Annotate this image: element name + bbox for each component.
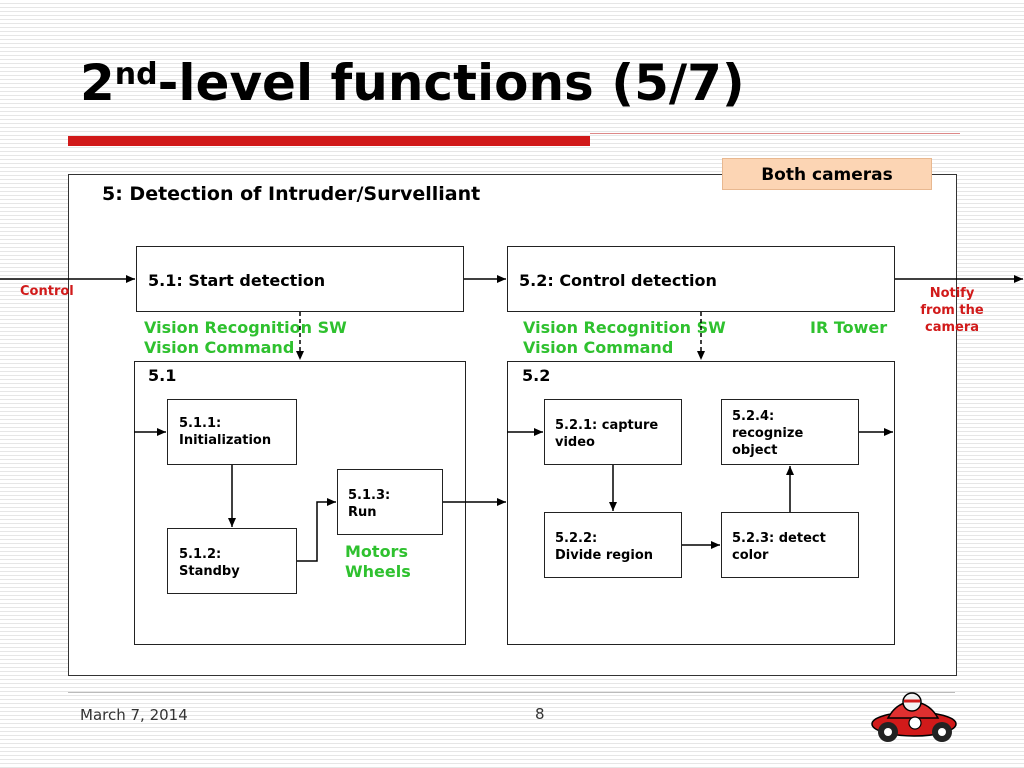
box-line: 5.2.2: [555, 531, 598, 546]
box-5-1-label: 5.1: Start detection [148, 271, 326, 290]
annotation-ir-tower: IR Tower [810, 318, 888, 337]
box-5-2-label: 5.2: Control detection [519, 271, 717, 290]
box-line: object [732, 443, 778, 458]
box-line: Initialization [179, 433, 272, 448]
input-label-control: Control [20, 284, 74, 299]
annotation-line: Vision Recognition SW [523, 318, 726, 337]
box-5-2-3-detect-color: 5.2.3: detect color [721, 512, 859, 578]
box-5-2-2-divide-region: 5.2.2: Divide region [544, 512, 682, 578]
annotation-line: Vision Command [523, 338, 674, 357]
box-line: 5.1.1: [179, 416, 222, 431]
box-5-2-1-capture-video: 5.2.1: capture video [544, 399, 682, 465]
group-5-2-label: 5.2 [522, 366, 551, 385]
box-line: color [732, 548, 769, 563]
annotation-line: Vision Recognition SW [144, 318, 347, 337]
box-line: video [555, 435, 595, 450]
box-5-1-2-standby: 5.1.2: Standby [167, 528, 297, 594]
outer-frame-title: 5: Detection of Intruder/Survelliant [102, 183, 481, 205]
race-car-icon [871, 692, 957, 742]
box-line: Divide region [555, 548, 654, 563]
output-label-notify: Notify from the camera [917, 285, 987, 336]
output-line: Notify [929, 286, 975, 301]
title-underline-bar [68, 136, 590, 146]
both-cameras-tag: Both cameras [722, 158, 932, 190]
box-line: 5.2.3: detect [732, 531, 826, 546]
box-5-1-1-initialization: 5.1.1: Initialization [167, 399, 297, 465]
box-5-1-3-run: 5.1.3: Run [337, 469, 443, 535]
box-line: 5.1.2: [179, 547, 222, 562]
box-5-2-control-detection: 5.2: Control detection [507, 246, 895, 312]
box-5-1-start-detection: 5.1: Start detection [136, 246, 464, 312]
group-5-1-label: 5.1 [148, 366, 177, 385]
output-line: camera [924, 320, 980, 335]
box-line: 5.1.3: [348, 488, 391, 503]
box-line: Standby [179, 564, 240, 579]
box-5-2-4-recognize-object: 5.2.4: recognize object [721, 399, 859, 465]
box-line: 5.2.1: capture [555, 418, 659, 433]
annotation-line: Wheels [345, 562, 411, 581]
arrow-5-1-2-to-5-1-3 [297, 498, 336, 562]
box-line: recognize [732, 426, 804, 441]
title-underline-thin [590, 133, 960, 134]
slide-title: 2nd-level functions (5/7) [80, 54, 745, 112]
box-line: 5.2.4: [732, 409, 775, 424]
page-number: 8 [535, 705, 545, 723]
annotation-line: Vision Command [144, 338, 295, 357]
footer-divider [68, 692, 955, 693]
footer-date: March 7, 2014 [80, 706, 188, 724]
output-line: from the [920, 303, 984, 318]
box-line: Run [348, 505, 377, 520]
annotation-line: Motors [345, 542, 408, 561]
